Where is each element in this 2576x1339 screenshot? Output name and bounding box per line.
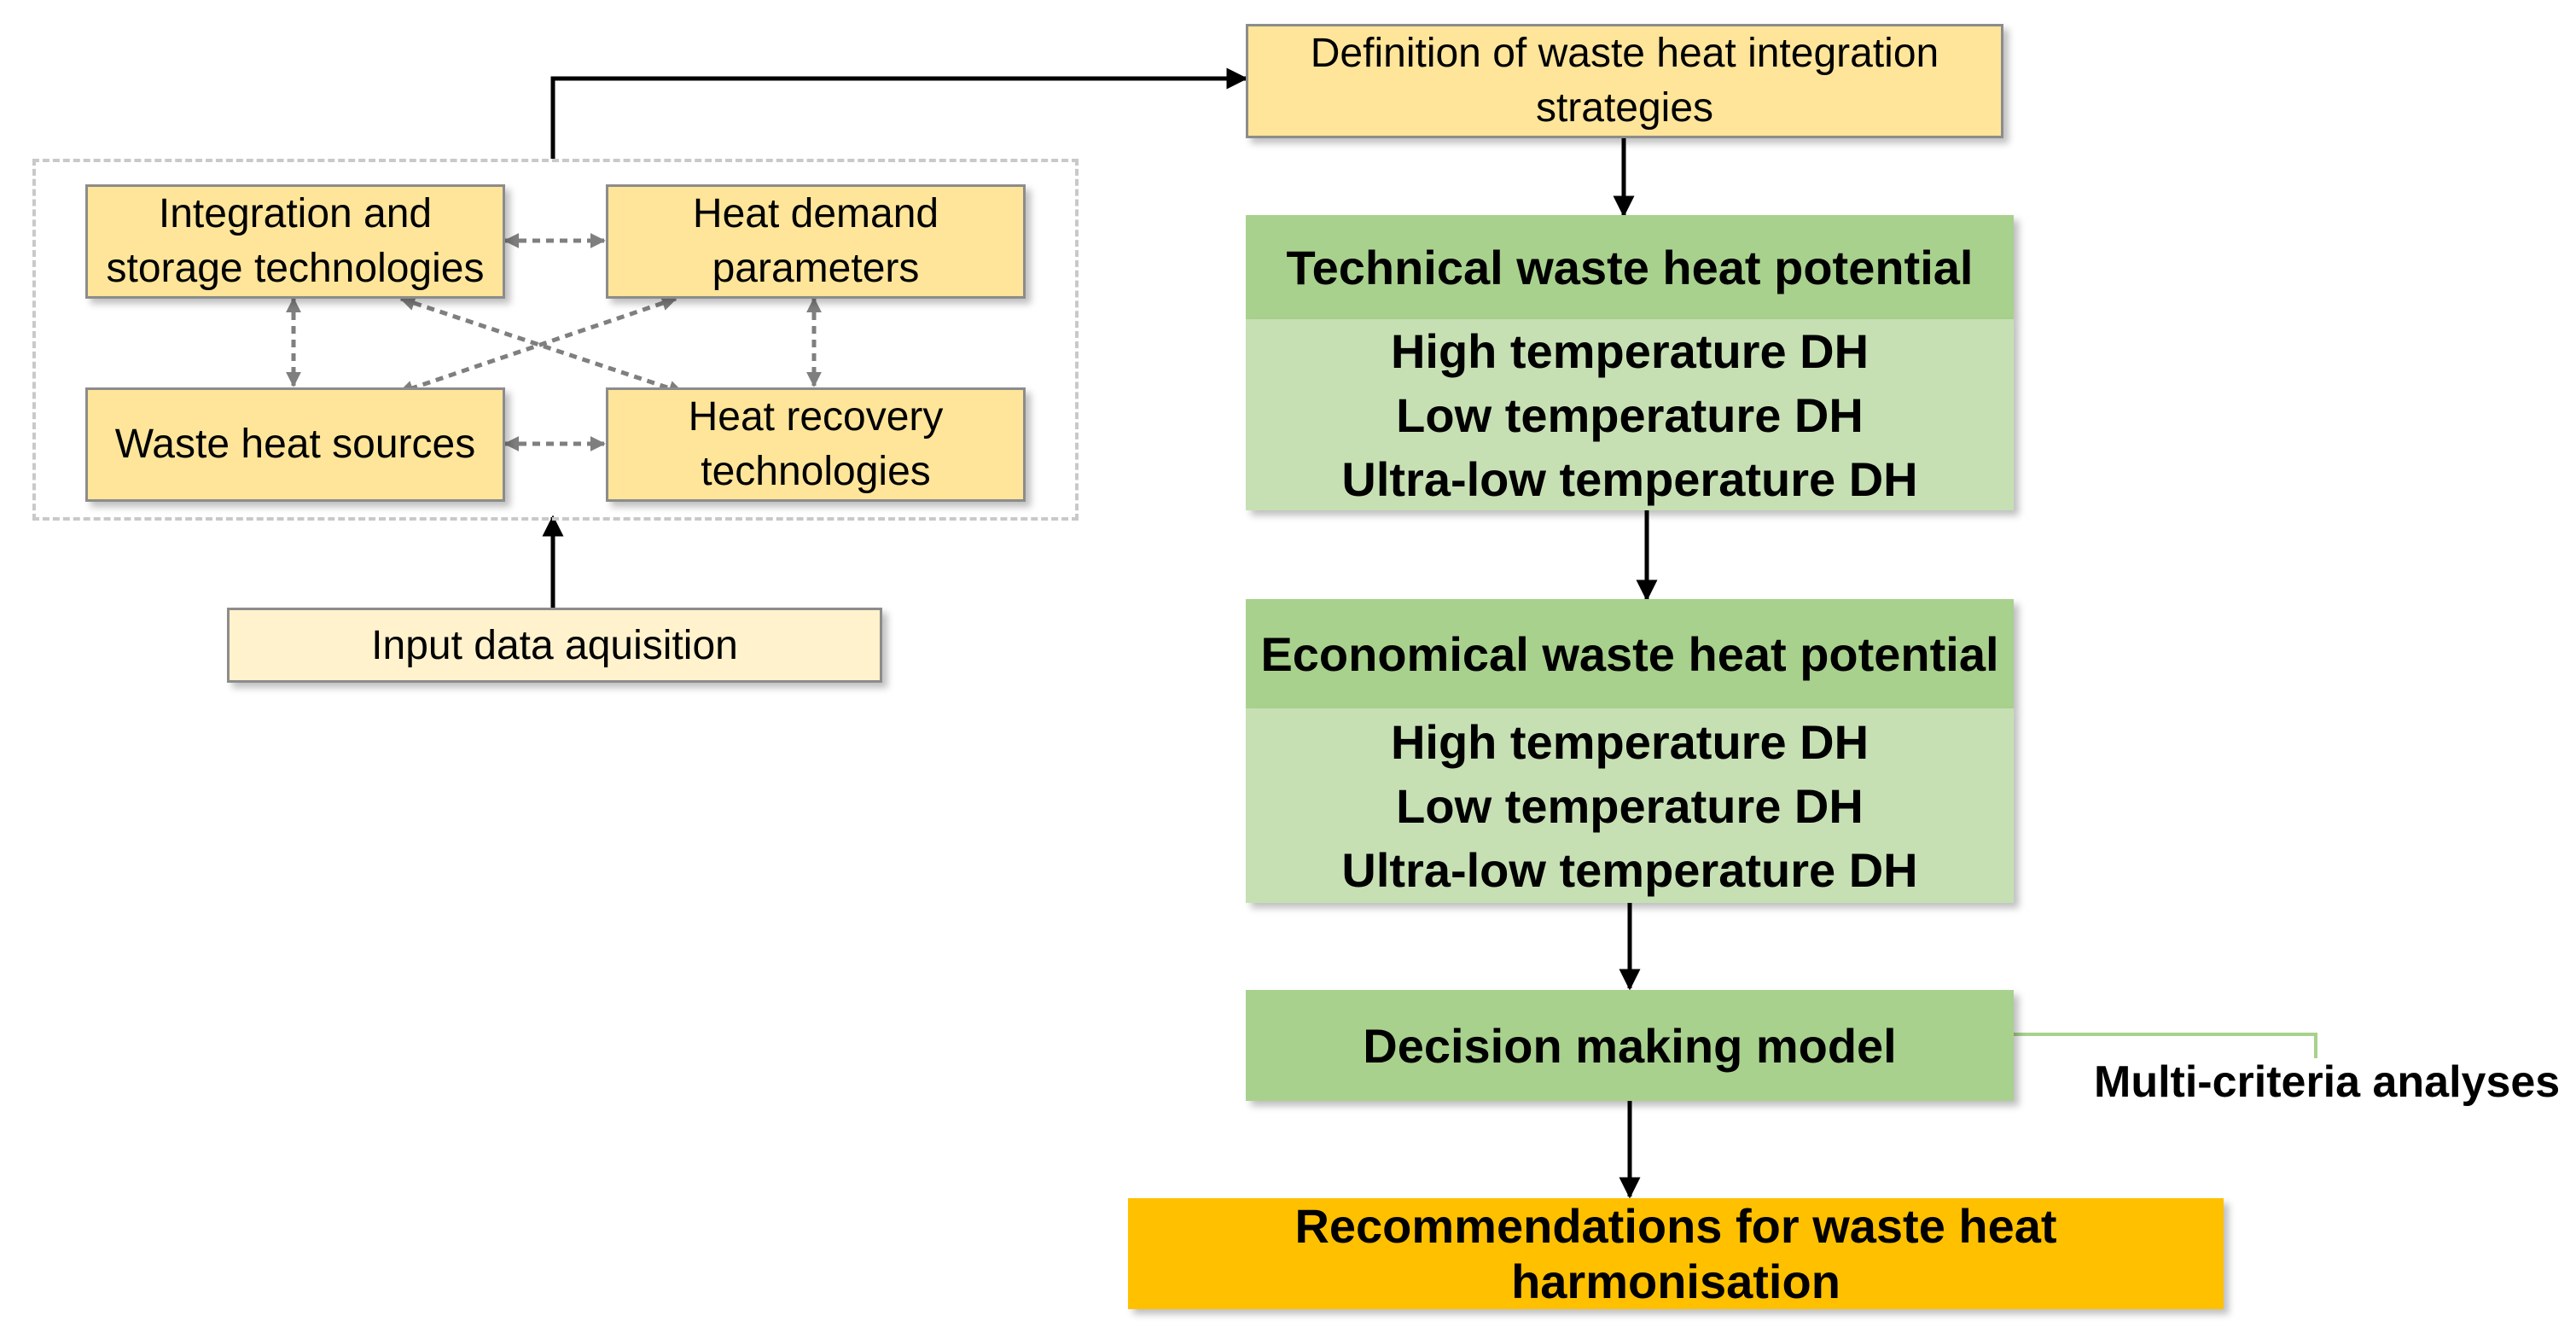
- economical-item-low: Low temperature DH: [1396, 778, 1864, 833]
- heat-recovery-line-2: technologies: [701, 449, 931, 494]
- technical-item-low: Low temperature DH: [1396, 387, 1864, 442]
- economical-item-ultra-low: Ultra-low temperature DH: [1341, 842, 1918, 897]
- definition-box: Definition of waste heat integration str…: [1246, 24, 2003, 138]
- technical-potential-body: High temperature DH Low temperature DH U…: [1246, 319, 2014, 510]
- integration-storage-box: Integration and storage technologies: [85, 184, 505, 299]
- economical-item-high: High temperature DH: [1390, 714, 1869, 769]
- arrow-group-to-definition: [550, 67, 1248, 159]
- integration-storage-line-2: storage technologies: [106, 246, 485, 291]
- economical-potential-body: High temperature DH Low temperature DH U…: [1246, 708, 2014, 903]
- decision-model-label: Decision making model: [1363, 1018, 1897, 1073]
- heat-demand-line-1: Heat demand: [692, 191, 939, 236]
- input-data-box: Input data aquisition: [227, 608, 882, 683]
- technical-potential-title: Technical waste heat potential: [1286, 240, 1974, 294]
- input-group-frame: [32, 159, 1079, 521]
- economical-potential-header: Economical waste heat potential: [1246, 599, 2014, 708]
- heat-demand-box: Heat demand parameters: [606, 184, 1026, 299]
- heat-recovery-line-1: Heat recovery: [688, 394, 944, 440]
- technical-item-ultra-low: Ultra-low temperature DH: [1341, 451, 1918, 506]
- heat-demand-line-2: parameters: [712, 246, 920, 291]
- waste-heat-sources-label: Waste heat sources: [114, 422, 476, 467]
- multi-criteria-callout-line: [2012, 1033, 2317, 1058]
- waste-heat-sources-box: Waste heat sources: [85, 387, 505, 502]
- integration-storage-line-1: Integration and: [158, 191, 433, 236]
- economical-potential-title: Economical waste heat potential: [1260, 626, 1999, 681]
- recommendations-box: Recommendations for waste heat harmonisa…: [1128, 1198, 2224, 1309]
- input-data-label: Input data aquisition: [371, 622, 738, 668]
- multi-criteria-label: Multi-criteria analyses: [2094, 1057, 2561, 1107]
- decision-model-box: Decision making model: [1246, 990, 2014, 1101]
- heat-recovery-box: Heat recovery technologies: [606, 387, 1026, 502]
- technical-potential-header: Technical waste heat potential: [1246, 215, 2014, 319]
- recommendations-label: Recommendations for waste heat harmonisa…: [1294, 1199, 2057, 1308]
- technical-item-high: High temperature DH: [1390, 323, 1869, 378]
- definition-line-2: strategies: [1535, 85, 1714, 131]
- definition-line-1: Definition of waste heat integration: [1310, 31, 1939, 76]
